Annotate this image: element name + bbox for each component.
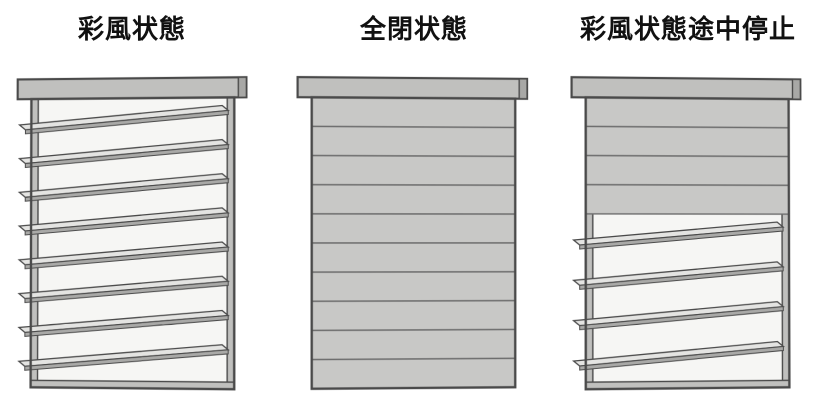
shutter-header-bar [18, 77, 247, 99]
shutter-louvers-open-illustration [15, 69, 251, 403]
panel-fully-closed: 全閉状態 [296, 12, 532, 402]
panel-louvers-open: 彩風状態 [14, 12, 250, 402]
open-louver-slats [19, 105, 228, 372]
panel-label: 彩風状態 [77, 14, 186, 44]
panel-stopped-midway: 彩風状態途中停止 [570, 12, 806, 402]
shutter-header-bar [298, 77, 527, 99]
closed-slats [312, 97, 516, 388]
shutter-stopped-midway-illustration [570, 69, 806, 403]
shutter-header-bar [572, 77, 801, 99]
panel-label: 彩風状態途中停止 [579, 14, 796, 44]
closed-slats [586, 97, 789, 214]
open-louver-slats [574, 222, 784, 370]
panel-label: 全閉状態 [359, 14, 468, 44]
shutter-fully-closed-illustration [296, 69, 531, 403]
